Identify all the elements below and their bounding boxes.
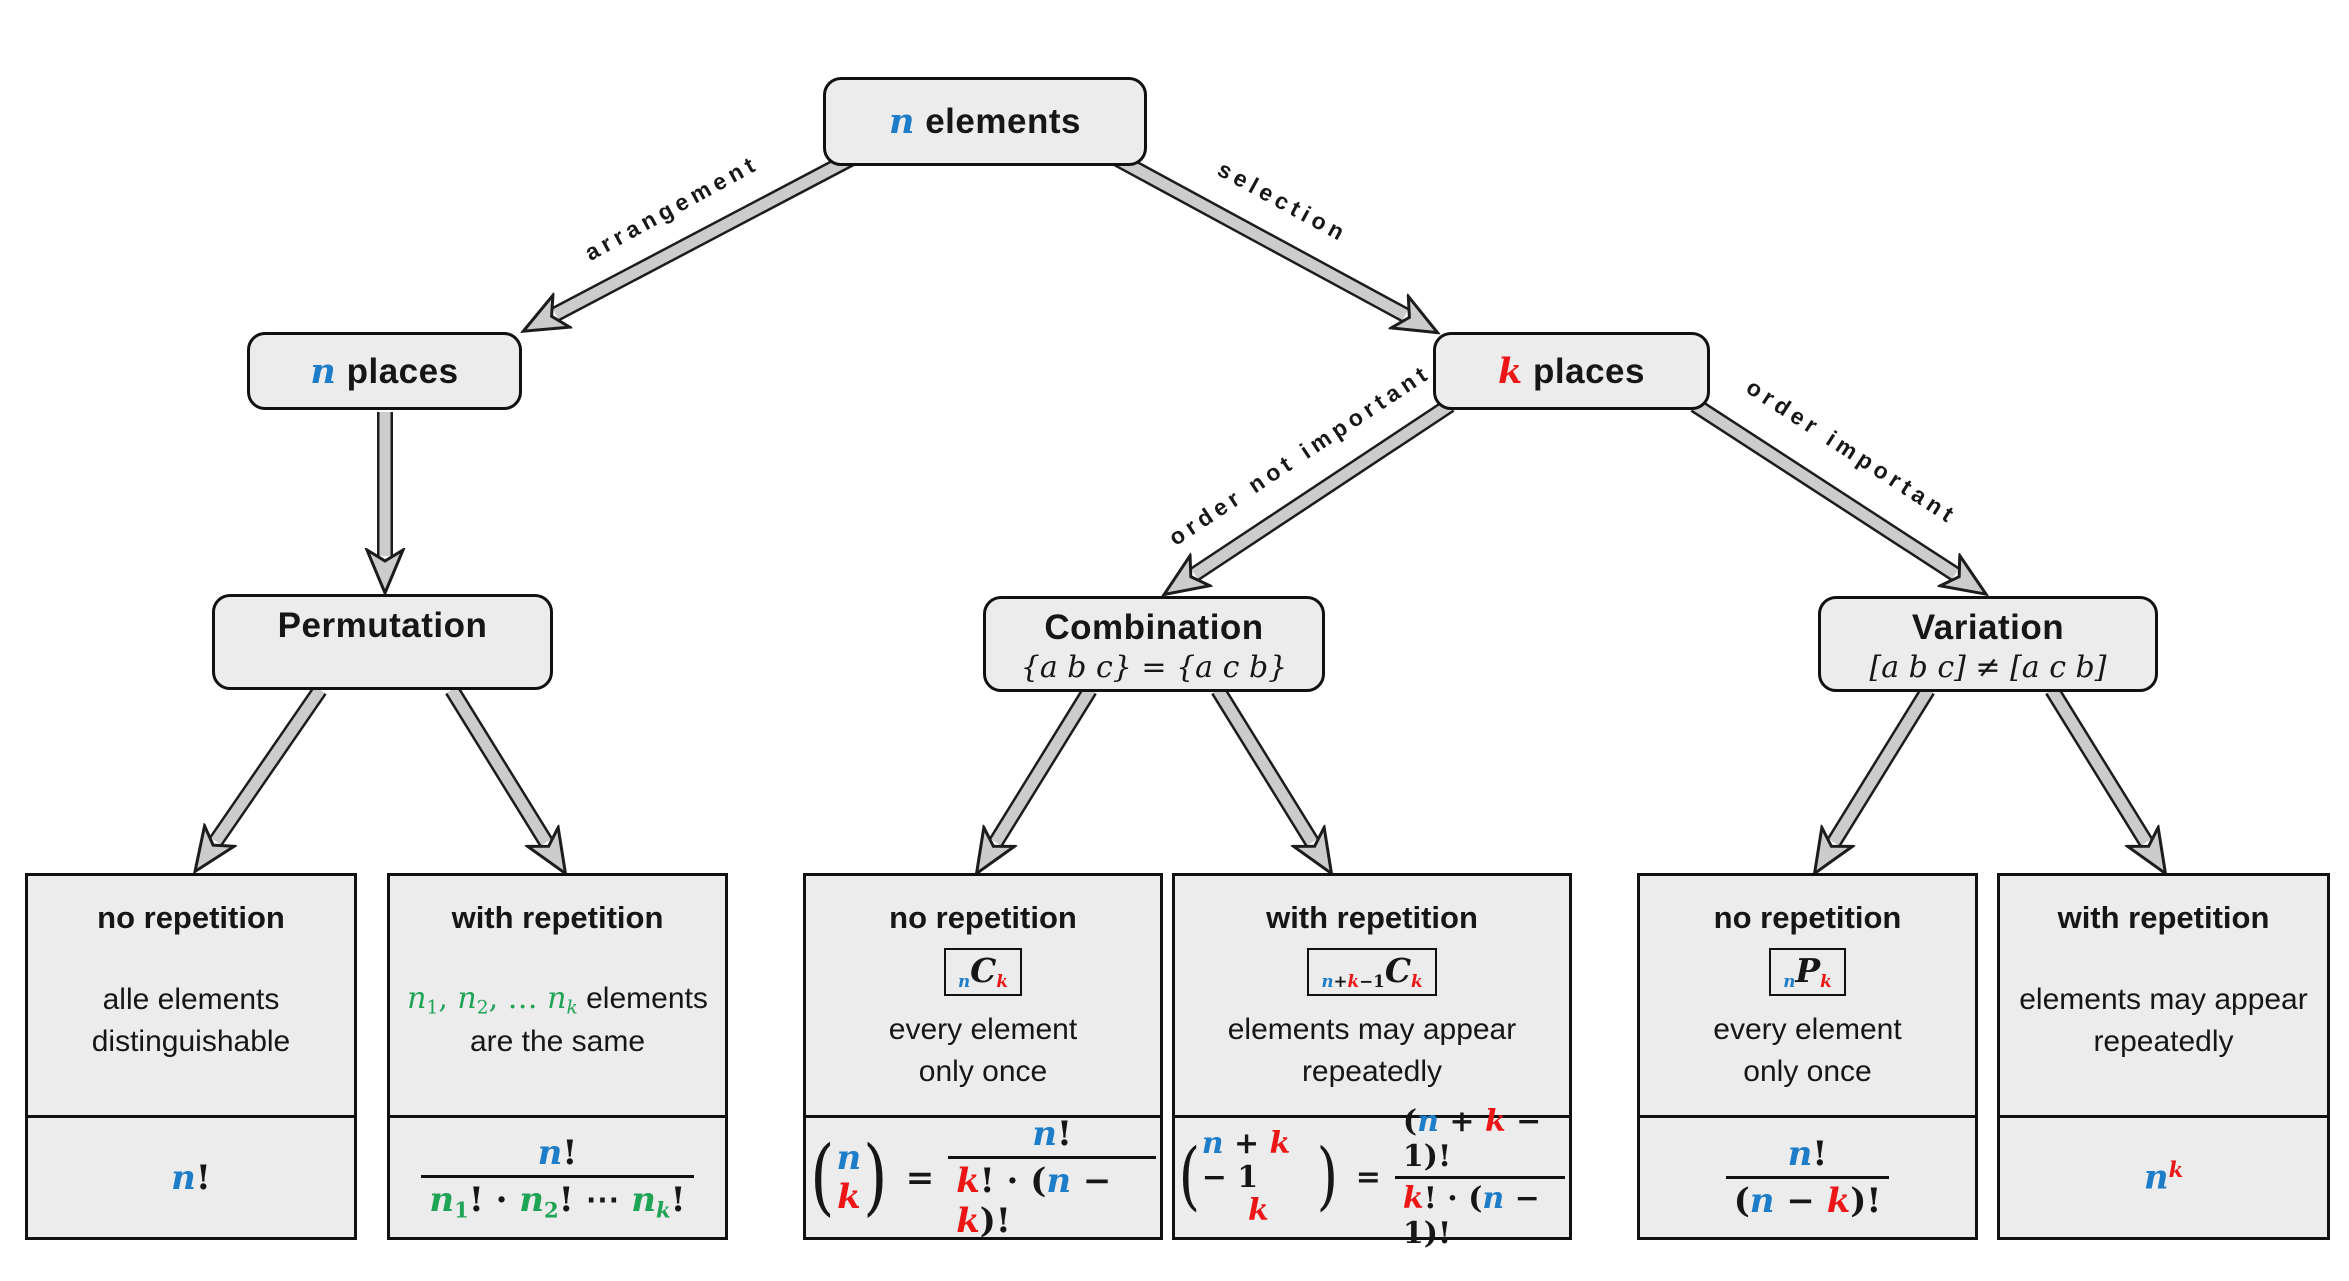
equals-sign: =: [1355, 1160, 1381, 1195]
node-title: Permutation: [277, 606, 488, 645]
leaf-permutation-no-repetition: no repetition alle elements distinguisha…: [25, 873, 357, 1240]
node-title: Combination: [1044, 608, 1264, 647]
description-line: only once: [1743, 1054, 1872, 1088]
binomial-bottom: k: [837, 1176, 861, 1217]
notation-badge-n+k-1Ck: n+k−1Ck: [1307, 948, 1437, 997]
binomial-coefficient: ( n + k − 1 k ): [1178, 1126, 1339, 1229]
node-k-places: k places: [1433, 332, 1710, 410]
notation-badge-nPk: nPk: [1769, 948, 1846, 997]
node-title: n places: [310, 350, 459, 392]
binomial-top: n: [836, 1138, 862, 1179]
description-line: elements may appear: [2019, 983, 2308, 1017]
node-permutation: Permutation: [212, 594, 553, 690]
equals-sign: =: [905, 1157, 935, 1198]
node-subtitle: [a b c] ≠ [a c b]: [1869, 650, 2107, 685]
description-line: repeatedly: [2093, 1024, 2234, 1058]
leaf-formula: n! (n − k)!: [1640, 1115, 1975, 1237]
leaf-header: no repetition: [1713, 900, 1902, 935]
fraction: n! (n − k)!: [1725, 1134, 1890, 1221]
leaf-description: elements may appear repeatedly: [2019, 936, 2308, 1115]
description-line: n1, n2, … nk elements: [407, 981, 708, 1019]
fraction-numerator: (n + k − 1)!: [1402, 1104, 1542, 1174]
notation-badge-nCk: nCk: [944, 948, 1022, 997]
node-n-elements: n elements: [823, 77, 1147, 166]
description-line: repeatedly: [1301, 1054, 1443, 1088]
leaf-description: every element only once: [889, 996, 1077, 1115]
leaf-description: every element only once: [1713, 996, 1901, 1115]
description-line: every element: [1713, 1013, 1902, 1047]
leaf-header: with repetition: [1266, 900, 1478, 935]
leaf-header: no repetition: [97, 900, 285, 935]
fraction-numerator: n!: [1032, 1114, 1072, 1154]
leaf-formula: n!: [28, 1115, 354, 1237]
fraction-denominator: (n − k)!: [1725, 1176, 1890, 1221]
node-combination: Combination {a b c} = {a c b}: [983, 596, 1325, 692]
description-line: only once: [918, 1054, 1048, 1088]
leaf-formula: n! n1! · n2! ⋯ nk!: [390, 1115, 725, 1237]
binomial-top: n + k − 1: [1201, 1126, 1291, 1195]
fraction-denominator: k! · (n − k)!: [948, 1156, 1156, 1241]
leaf-formula: nk: [2000, 1115, 2327, 1237]
fraction: n! n1! · n2! ⋯ nk!: [421, 1132, 694, 1222]
leaf-formula: ( n k ) = n! k! · (n − k)!: [806, 1114, 1160, 1241]
fraction-denominator: k! · (n − 1)!: [1394, 1176, 1565, 1251]
node-title: k places: [1498, 350, 1645, 392]
fraction: (n + k − 1)! k! · (n − 1)!: [1394, 1104, 1565, 1251]
node-title: n elements: [889, 101, 1081, 142]
description-line: distinguishable: [91, 1024, 291, 1058]
node-title: Variation: [1911, 608, 2065, 647]
leaf-description: n1, n2, … nk elements are the same: [407, 936, 708, 1115]
fraction-numerator: n!: [1787, 1134, 1828, 1174]
leaf-header: with repetition: [2057, 900, 2270, 935]
leaf-header: no repetition: [889, 900, 1077, 935]
formula-n-power-k: nk: [2143, 1157, 2184, 1198]
description-line: every element: [888, 1013, 1078, 1047]
formula-n-factorial: n!: [171, 1157, 211, 1198]
node-n-places: n places: [247, 332, 522, 410]
edge-arrows: [216, 147, 2146, 842]
fraction: n! k! · (n − k)!: [948, 1114, 1156, 1241]
node-variation: Variation [a b c] ≠ [a c b]: [1818, 596, 2158, 692]
leaf-description: alle elements distinguishable: [92, 936, 290, 1115]
leaf-variation-with-repetition: with repetition elements may appear repe…: [1997, 873, 2330, 1240]
leaf-header: with repetition: [451, 900, 664, 935]
leaf-description: elements may appear repeatedly: [1228, 996, 1517, 1115]
binomial-coefficient: ( n k ): [810, 1128, 888, 1226]
leaf-combination-no-repetition: no repetition nCk every element only onc…: [803, 873, 1163, 1241]
leaf-permutation-with-repetition: with repetition n1, n2, … nk elements ar…: [387, 873, 728, 1240]
description-line: elements may appear: [1227, 1013, 1517, 1047]
description-line: alle elements: [102, 983, 280, 1017]
leaf-variation-no-repetition: no repetition nPk every element only onc…: [1637, 873, 1978, 1240]
leaf-formula: ( n + k − 1 k ) = (n + k − 1)! k! · (n −…: [1175, 1104, 1569, 1251]
leaf-combination-with-repetition: with repetition n+k−1Ck elements may app…: [1172, 873, 1572, 1251]
fraction-denominator: n1! · n2! ⋯ nk!: [421, 1174, 694, 1222]
fraction-numerator: n!: [537, 1132, 578, 1173]
node-subtitle: {a b c} = {a c b}: [1020, 650, 1288, 685]
description-line: are the same: [469, 1025, 646, 1059]
binomial-bottom: k: [1247, 1193, 1269, 1229]
